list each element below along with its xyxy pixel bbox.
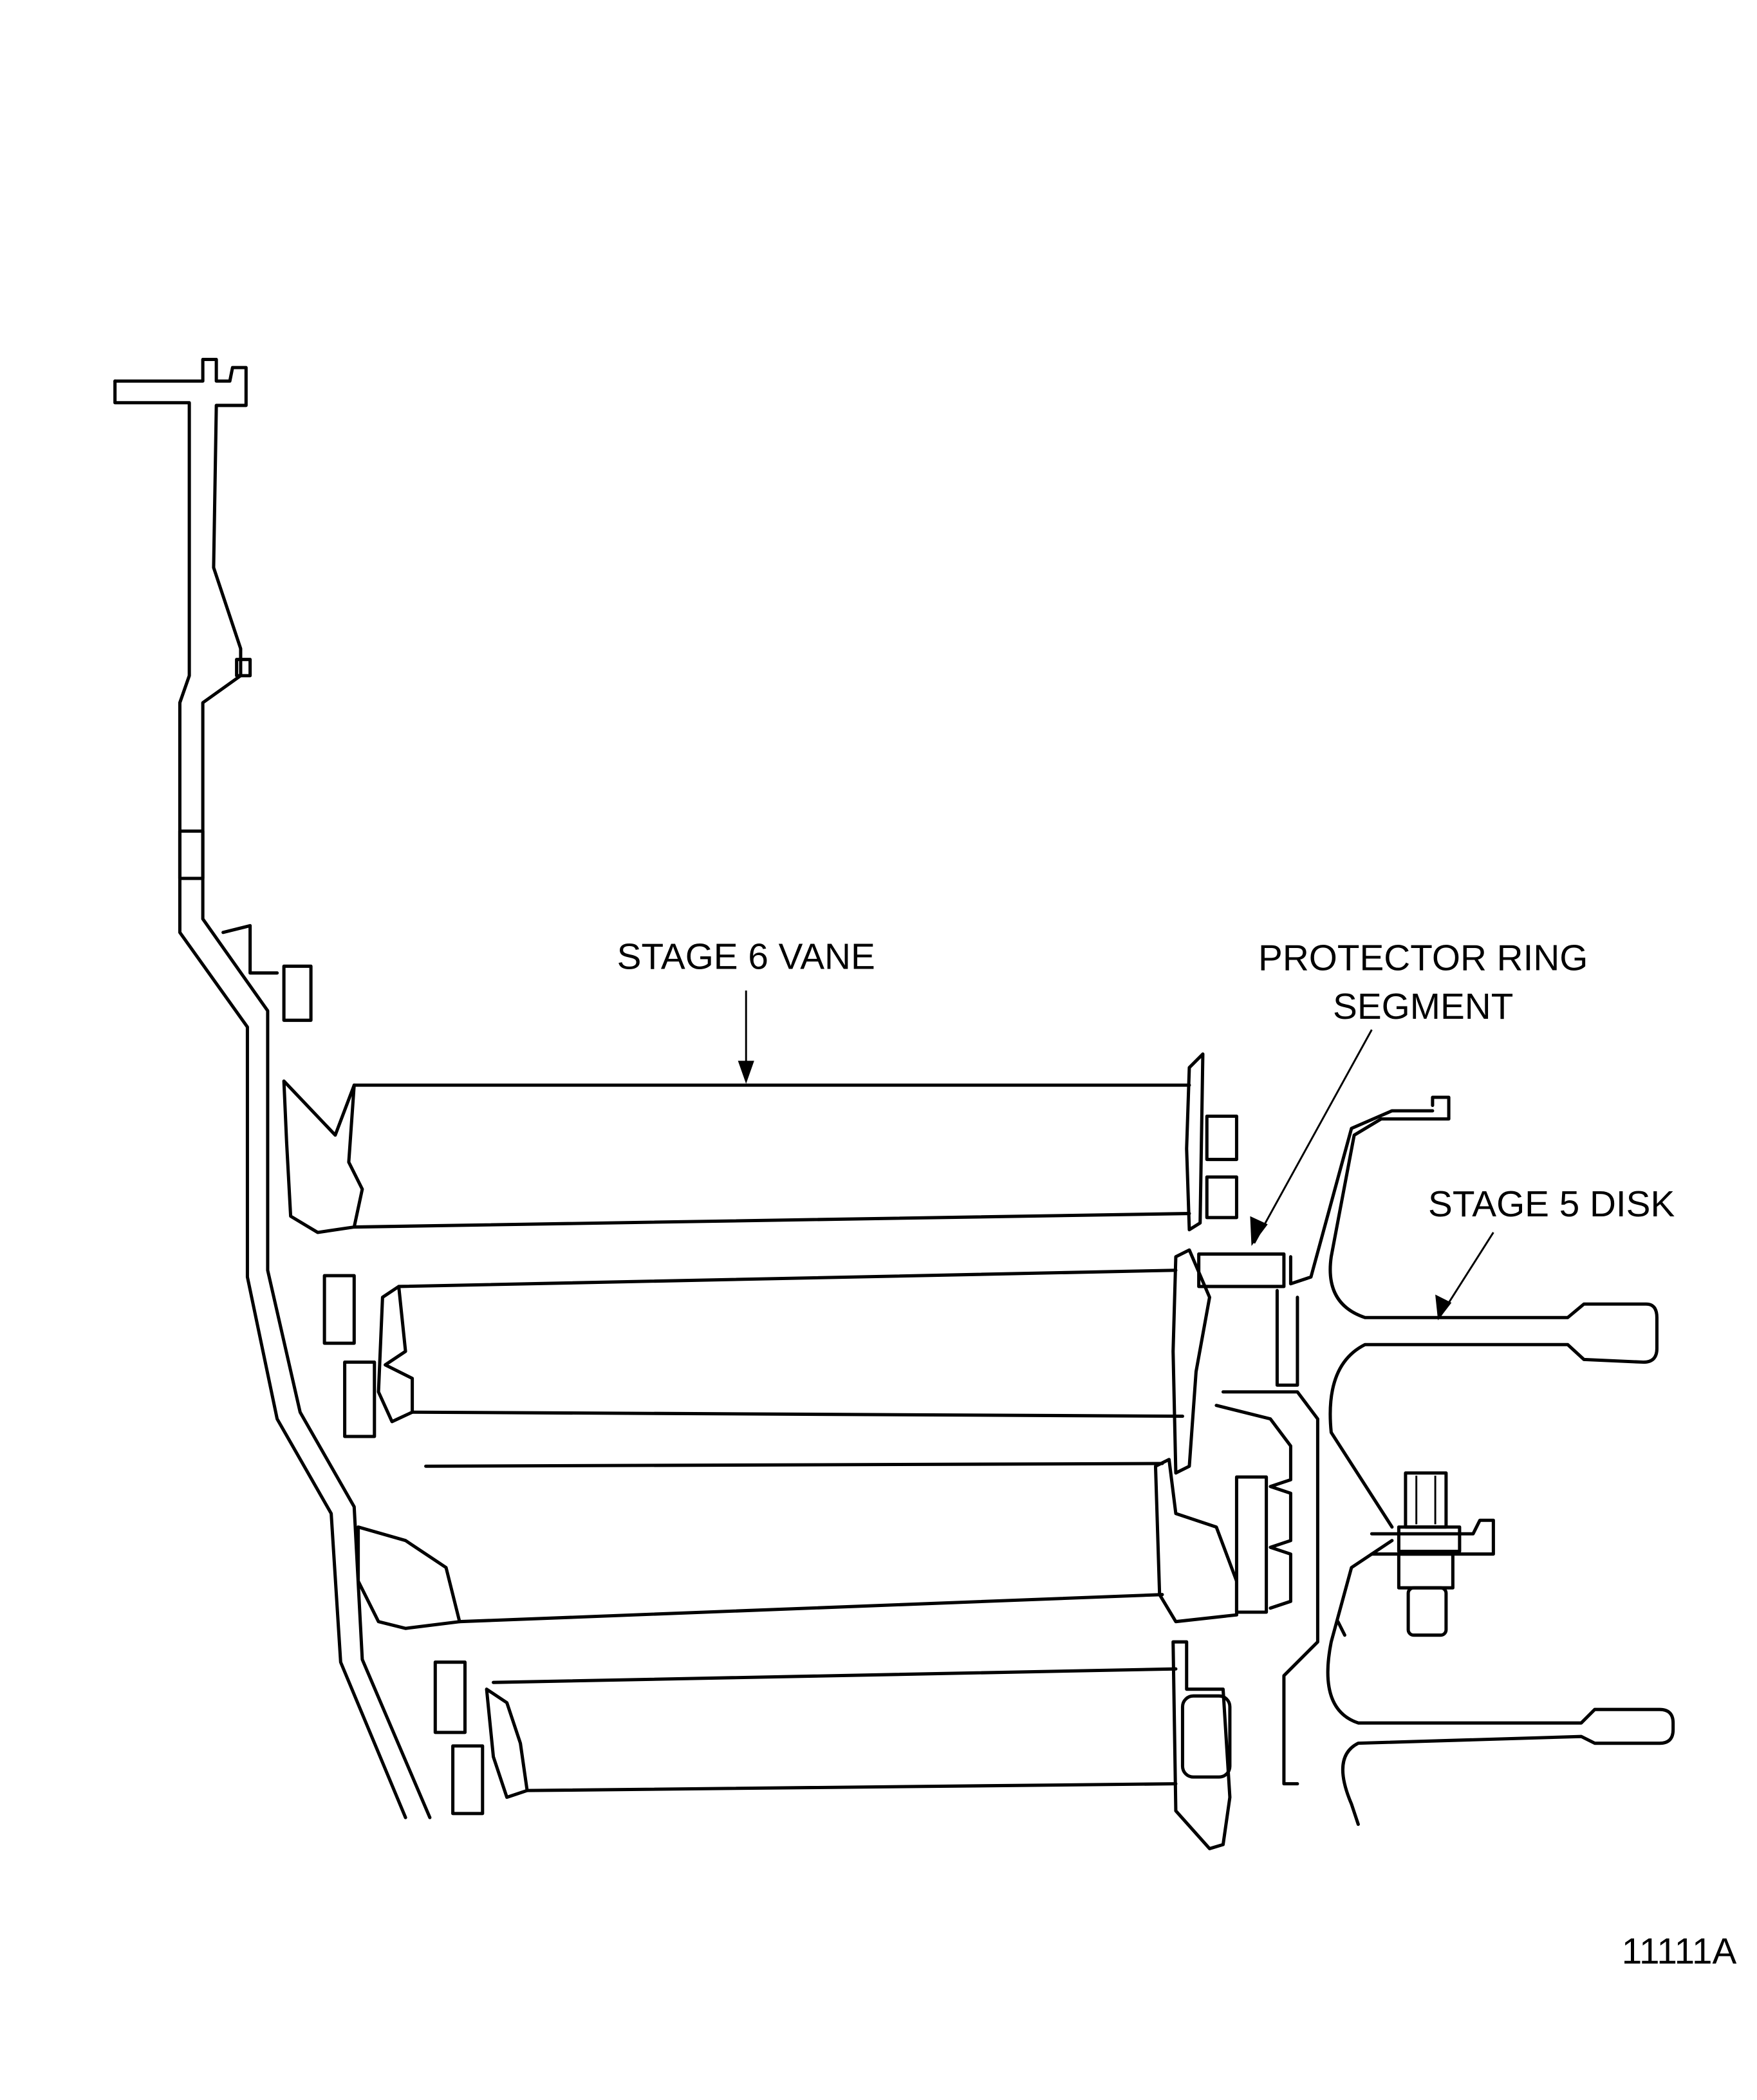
stage-9-vane: [485, 1640, 1232, 1850]
label-stage-5-disk: STAGE 5 DISK: [1428, 1184, 1675, 1225]
protector-ring-segment: [1197, 1252, 1286, 1288]
figure-number: 11111A: [1622, 1931, 1737, 1972]
leader-protector-ring: [1253, 1029, 1373, 1244]
stage-5-disk: [1214, 1095, 1659, 1786]
arrowhead-icon: [738, 1061, 754, 1084]
honeycomb-seals: [282, 964, 1269, 1816]
arrowhead-icon: [1435, 1294, 1452, 1321]
tie-bolt: [1370, 1471, 1495, 1637]
label-protector-ring-line2: SEGMENT: [1333, 987, 1513, 1027]
outer-case: [113, 358, 432, 1819]
arrowhead-icon: [1250, 1216, 1268, 1246]
stage-7-vane: [376, 1248, 1211, 1475]
stage-6-vane: [282, 1052, 1205, 1234]
stage-4-disk: [1326, 1539, 1675, 1826]
label-protector-ring-line1: PROTECTOR RING: [1258, 938, 1588, 979]
label-stage-6-vane: STAGE 6 VANE: [617, 937, 875, 978]
stage-8-vane: [357, 1458, 1238, 1630]
